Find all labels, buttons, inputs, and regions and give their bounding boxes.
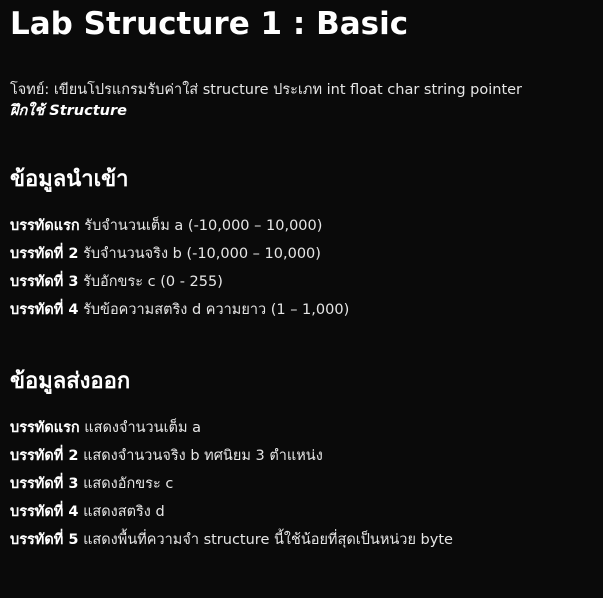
output-line-1: บรรทัดแรก แสดงจำนวนเต็ม a — [10, 414, 591, 442]
output-lines: บรรทัดแรก แสดงจำนวนเต็ม a บรรทัดที่ 2 แส… — [10, 414, 591, 554]
input-line-3: บรรทัดที่ 3 รับอักขระ c (0 - 255) — [10, 268, 591, 296]
input-lines: บรรทัดแรก รับจำนวนเต็ม a (-10,000 – 10,0… — [10, 212, 591, 324]
line-text: แสดงจำนวนจริง b ทศนิยม 3 ตำแหน่ง — [83, 448, 323, 464]
line-label: บรรทัดที่ 2 — [10, 448, 79, 464]
line-label: บรรทัดที่ 3 — [10, 274, 79, 290]
page-title: Lab Structure 1 : Basic — [10, 6, 409, 42]
input-section-heading: ข้อมูลนำเข้า — [10, 167, 129, 192]
problem-statement: โจทย์: เขียนโปรแกรมรับค่าใส่ structure ป… — [10, 82, 523, 98]
line-label: บรรทัดแรก — [10, 218, 80, 234]
line-text: รับอักขระ c (0 - 255) — [83, 274, 223, 290]
practice-note: ฝึกใช้ Structure — [10, 103, 127, 119]
line-text: แสดงสตริง d — [83, 504, 165, 520]
input-line-1: บรรทัดแรก รับจำนวนเต็ม a (-10,000 – 10,0… — [10, 212, 591, 240]
input-line-2: บรรทัดที่ 2 รับจำนวนจริง b (-10,000 – 10… — [10, 240, 591, 268]
output-line-4: บรรทัดที่ 4 แสดงสตริง d — [10, 498, 591, 526]
line-label: บรรทัดที่ 4 — [10, 302, 79, 318]
line-text: แสดงอักขระ c — [83, 476, 174, 492]
line-label: บรรทัดที่ 2 — [10, 246, 79, 262]
output-line-3: บรรทัดที่ 3 แสดงอักขระ c — [10, 470, 591, 498]
output-line-2: บรรทัดที่ 2 แสดงจำนวนจริง b ทศนิยม 3 ตำแ… — [10, 442, 591, 470]
output-line-5: บรรทัดที่ 5 แสดงพื้นที่ความจำ structure … — [10, 526, 591, 554]
line-text: แสดงพื้นที่ความจำ structure นี้ใช้น้อยที… — [83, 532, 453, 548]
line-text: รับจำนวนเต็ม a (-10,000 – 10,000) — [84, 218, 323, 234]
line-text: รับข้อความสตริง d ความยาว (1 – 1,000) — [83, 302, 350, 318]
output-section-heading: ข้อมูลส่งออก — [10, 369, 131, 394]
line-label: บรรทัดที่ 5 — [10, 532, 79, 548]
input-line-4: บรรทัดที่ 4 รับข้อความสตริง d ความยาว (1… — [10, 296, 591, 324]
line-label: บรรทัดแรก — [10, 420, 80, 436]
line-text: แสดงจำนวนเต็ม a — [84, 420, 202, 436]
line-label: บรรทัดที่ 3 — [10, 476, 79, 492]
line-label: บรรทัดที่ 4 — [10, 504, 79, 520]
line-text: รับจำนวนจริง b (-10,000 – 10,000) — [83, 246, 321, 262]
